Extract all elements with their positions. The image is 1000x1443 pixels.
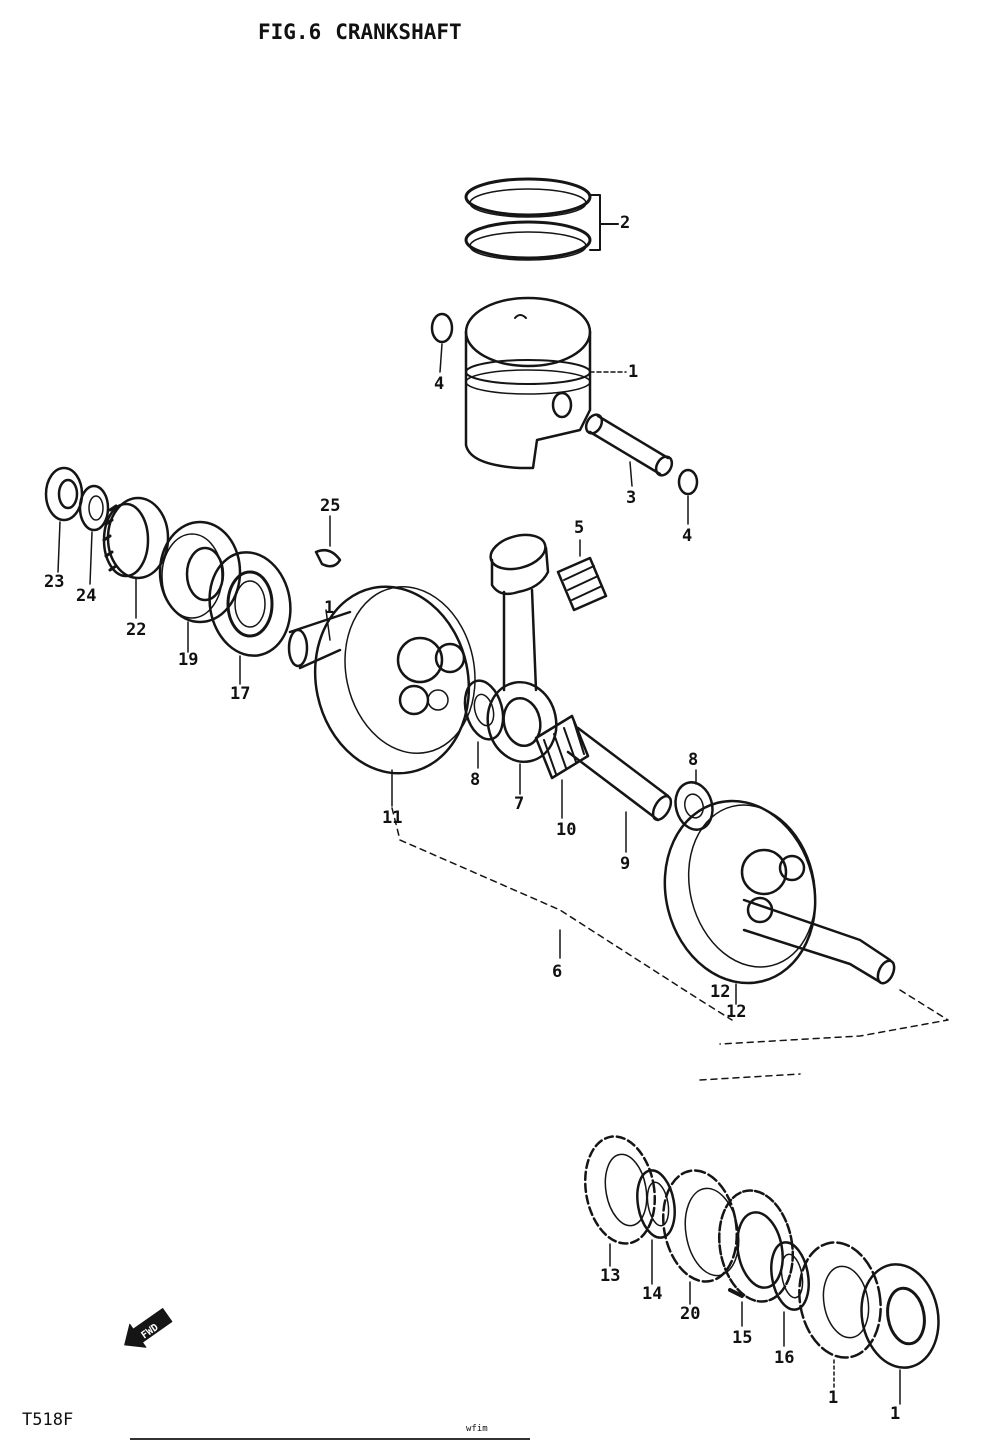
- figure-title: FIG.6 CRANKSHAFT: [258, 20, 476, 44]
- thrust-washer-right-8: [674, 769, 714, 831]
- piston-pin-clip-left: [430, 312, 454, 373]
- washer-24: [78, 484, 110, 585]
- plate-13: [583, 1135, 657, 1267]
- callout-7-connecting-rod: 7: [514, 794, 525, 814]
- needle-bearing-10: [534, 714, 590, 819]
- gear-22: [102, 496, 170, 619]
- footer-rule: [130, 1438, 530, 1440]
- callout-13-plate: 13: [600, 1266, 621, 1286]
- callout-24-washer: 24: [76, 586, 97, 606]
- oil-seal-23: [44, 466, 84, 573]
- oil-seal-lower: [860, 1263, 940, 1405]
- callout-5-small-end-bearing: 5: [574, 518, 585, 538]
- figure-name: CRANKSHAFT: [335, 20, 462, 44]
- footer-diagram-code: T518F: [22, 1410, 74, 1430]
- callout-19-bearing: 19: [178, 650, 199, 670]
- callout-2-rings: 2: [620, 213, 631, 233]
- washer-16: [770, 1241, 810, 1347]
- callout-3-pin: 3: [626, 488, 637, 508]
- piston-pin-clip-right: [677, 468, 699, 525]
- callout-11-crank-web-left: 11: [382, 808, 403, 828]
- callout-12-crank-web-right: 12: [726, 1002, 747, 1022]
- footer-small-text: wfim: [466, 1424, 488, 1434]
- callout-8-washer-right: 8: [688, 750, 699, 770]
- callout-12-crank-web-right-b: 12: [710, 982, 731, 1002]
- callout-17-bearing: 17: [230, 684, 251, 704]
- washer-14: [636, 1169, 676, 1285]
- bearing-17: [208, 551, 292, 685]
- bearing-19: [158, 520, 242, 653]
- crank-web-right: [663, 799, 896, 1005]
- callout-1-piston: 1: [628, 362, 639, 382]
- callout-6-crankshaft-assy: 6: [552, 962, 563, 982]
- gear-15: [717, 1189, 795, 1327]
- piston-pin: [584, 413, 674, 487]
- figure-number: FIG.6: [258, 20, 322, 44]
- callout-20-gear: 20: [680, 1304, 701, 1324]
- needle-bearing-5: [556, 539, 608, 612]
- callout-22-gear: 22: [126, 620, 147, 640]
- callout-10-big-end-bearing: 10: [556, 820, 577, 840]
- gear-20: [661, 1169, 740, 1305]
- fwd-arrow-icon: [124, 1308, 173, 1348]
- woodruff-key-25: [314, 515, 342, 568]
- crank-web-left: [287, 585, 476, 807]
- callout-1-shaft-left: 1: [324, 598, 335, 618]
- thrust-washer-left-8: [463, 679, 505, 769]
- callout-9-crank-pin: 9: [620, 854, 631, 874]
- callout-4-clip-left: 4: [434, 374, 445, 394]
- assembly-bracket-lines: [391, 807, 949, 1081]
- piston: [464, 296, 627, 470]
- callout-15-gear: 15: [732, 1328, 753, 1348]
- callout-1-bearing-lower: 1: [828, 1388, 839, 1408]
- crank-pin: [566, 726, 673, 853]
- callout-23-oil-seal: 23: [44, 572, 65, 592]
- callout-25-key: 25: [320, 496, 341, 516]
- callout-14-washer: 14: [642, 1284, 663, 1304]
- callout-18-oil-seal: 1: [890, 1404, 901, 1424]
- connecting-rod: [486, 533, 558, 795]
- lower-parts-group: [583, 1135, 940, 1405]
- callout-4-clip-right: 4: [682, 526, 693, 546]
- bearing-lower: [798, 1241, 882, 1389]
- callout-8-washer-left: 8: [470, 770, 481, 790]
- piston-rings: [464, 177, 619, 261]
- callout-16-washer: 16: [774, 1348, 795, 1368]
